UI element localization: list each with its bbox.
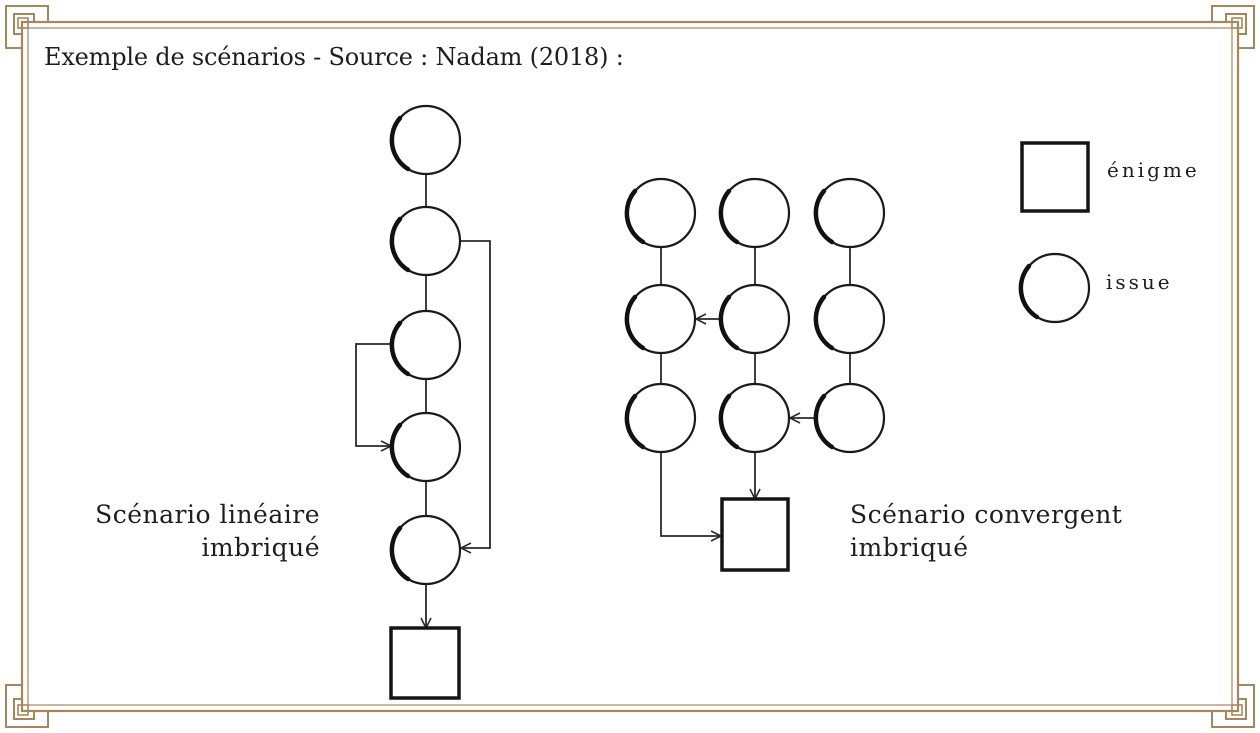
issue-circle — [389, 104, 462, 176]
linear-scenario — [355, 104, 491, 700]
issue-circle — [813, 382, 886, 454]
skip-arrow-right — [460, 240, 491, 548]
issue-circle — [389, 205, 462, 277]
linear-label-line1: Scénario linéaire — [95, 500, 320, 529]
convergent-scenario-label: Scénario convergent imbriqué — [850, 498, 1122, 564]
enigme-square — [720, 497, 790, 572]
issue-circle — [389, 411, 462, 483]
legend-enigme-label: énigme — [1107, 158, 1200, 182]
arrow-to-enigme — [660, 452, 721, 536]
corner-ornament-top-right — [1211, 5, 1255, 49]
issue-circle — [624, 177, 697, 249]
loop-arrow-left — [355, 343, 392, 446]
corner-ornament-bottom-right — [1211, 684, 1255, 728]
decorative-frame — [5, 5, 1255, 728]
issue-circle — [624, 382, 697, 454]
legend-issue-circle — [1018, 252, 1091, 324]
legend-enigme-square — [1020, 141, 1090, 213]
corner-ornament-top-left — [5, 5, 49, 49]
page-title: Exemple de scénarios - Source : Nadam (2… — [44, 43, 624, 71]
enigme-square — [389, 626, 461, 700]
convergent-label-line2: imbriqué — [850, 533, 969, 562]
issue-circle — [718, 382, 791, 454]
issue-circle — [389, 309, 462, 381]
issue-circle — [624, 283, 697, 355]
linear-label-line2: imbriqué — [201, 533, 320, 562]
issue-circle — [718, 177, 791, 249]
linear-scenario-label: Scénario linéaire imbriqué — [70, 498, 320, 564]
legend — [1018, 141, 1091, 324]
convergent-label-line1: Scénario convergent — [850, 500, 1123, 529]
issue-circle — [813, 283, 886, 355]
corner-ornament-bottom-left — [5, 684, 49, 728]
issue-circle — [718, 283, 791, 355]
legend-issue-label: issue — [1106, 270, 1173, 294]
convergent-scenario — [624, 177, 886, 572]
issue-circle — [389, 514, 462, 586]
issue-circle — [813, 177, 886, 249]
